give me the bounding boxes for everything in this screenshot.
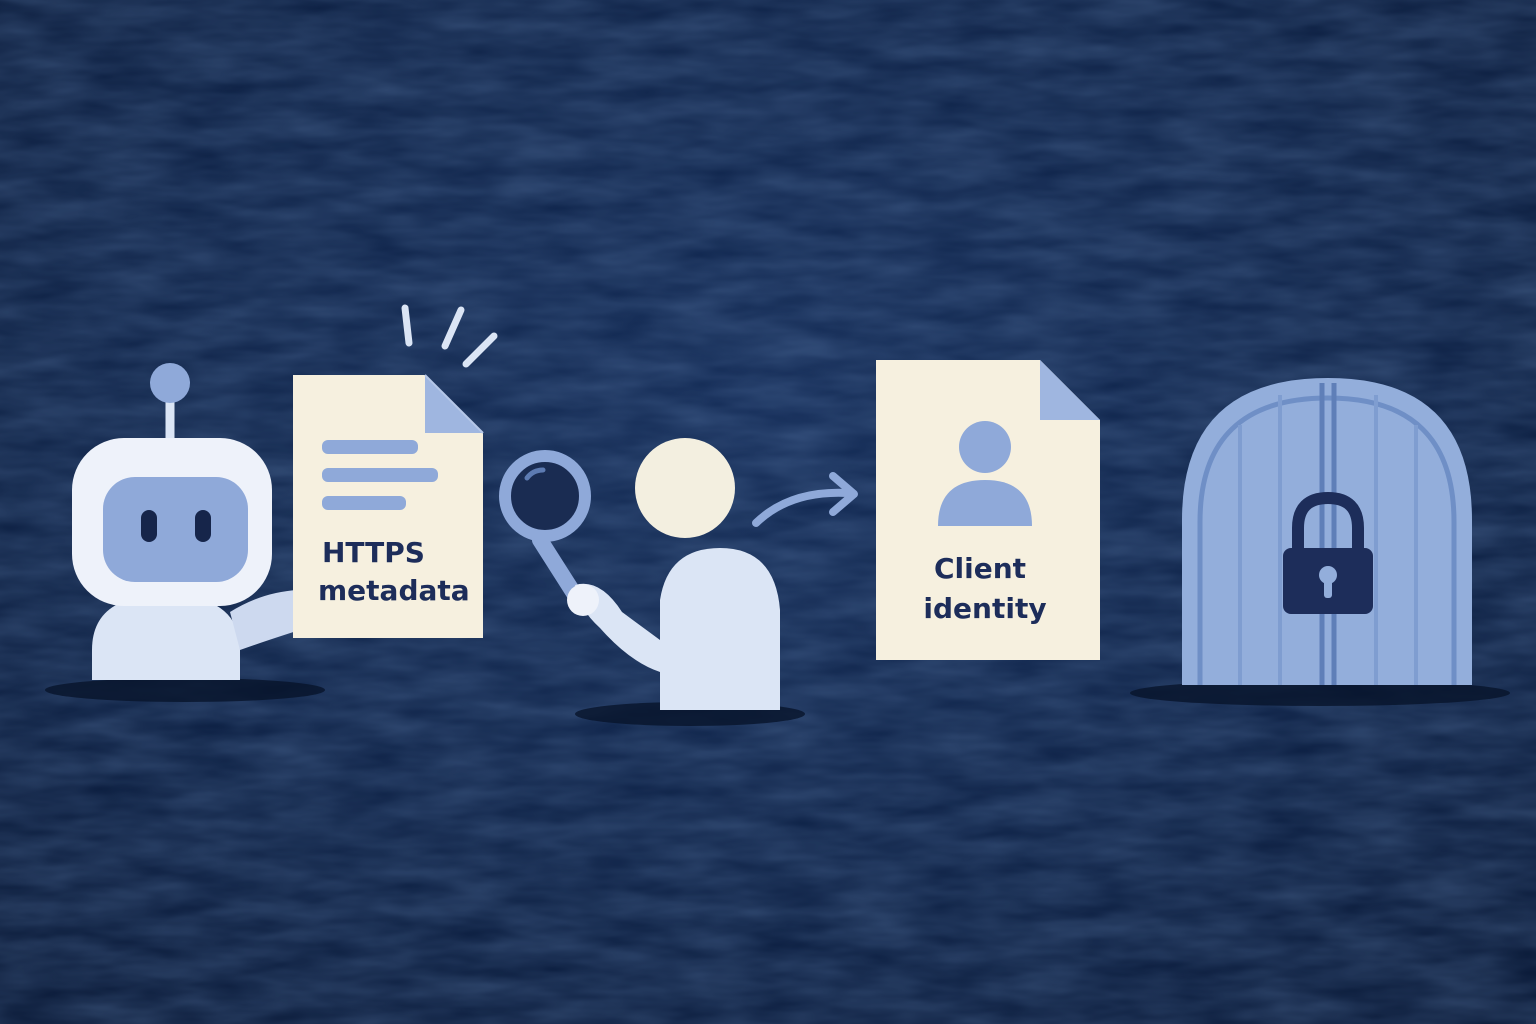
doc-text-line: [322, 440, 418, 454]
robot-icon: [72, 363, 306, 680]
doc-text-line: [322, 496, 406, 510]
door-icon: [1182, 378, 1472, 685]
padlock-icon: [1283, 491, 1373, 614]
attention-marks: [401, 304, 498, 368]
identity-document-icon: Client identity: [876, 360, 1100, 660]
door-shadow: [1130, 680, 1510, 706]
metadata-document-icon: HTTPS metadata: [293, 374, 484, 638]
identity-doc-line2: identity: [923, 592, 1046, 625]
metadata-doc-line2: metadata: [318, 574, 470, 607]
user-icon: [938, 421, 1032, 526]
doc-text-line: [322, 468, 438, 482]
arrow-right-icon: [752, 472, 858, 527]
identity-doc-line1: Client: [934, 552, 1026, 585]
metadata-doc-line1: HTTPS: [322, 536, 425, 569]
robot-shadow: [45, 678, 325, 702]
person-icon: [567, 438, 780, 710]
magnifier-icon: [499, 450, 591, 603]
